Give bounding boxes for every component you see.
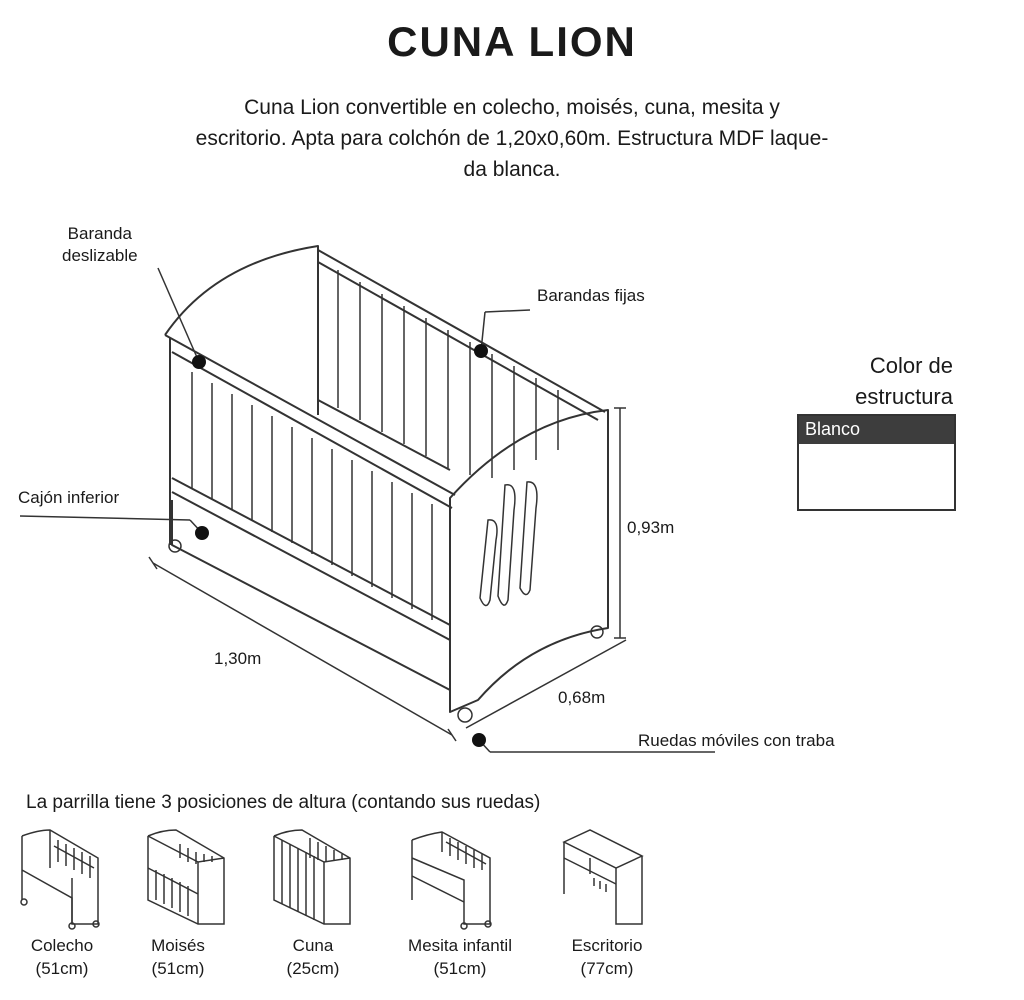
position-name: Cuna <box>292 936 334 955</box>
callout-ruedas: Ruedas móviles con traba <box>638 731 835 750</box>
position-name: Escritorio <box>571 936 643 955</box>
callout-label: Baranda <box>67 224 132 243</box>
color-swatch: Blanco <box>797 414 956 511</box>
position-name: Mesita infantil <box>408 936 512 955</box>
callout-barandas-fijas: Barandas fijas <box>537 286 645 305</box>
dimension-depth: 0,68m <box>558 688 606 707</box>
position-name: Colecho <box>30 936 94 955</box>
color-option-label: Blanco <box>799 416 954 444</box>
color-title: Color de estructura <box>790 350 953 412</box>
position-height: (51cm) <box>151 959 205 978</box>
mesita-icon <box>411 831 492 930</box>
color-title-line: estructura <box>855 384 953 409</box>
position-name: Moisés <box>151 936 205 955</box>
product-description: Cuna Lion convertible en colecho, moisés… <box>40 92 984 185</box>
position-item-cuna: Cuna (25cm) <box>257 934 369 980</box>
positions-title: La parrilla tiene 3 posiciones de altura… <box>26 792 541 813</box>
description-line: escritorio. Apta para colchón de 1,20x0,… <box>195 127 829 150</box>
dimension-height: 0,93m <box>627 518 675 537</box>
description-line: da blanca. <box>463 158 561 181</box>
position-item-mesita: Mesita infantil (51cm) <box>380 934 540 980</box>
callout-cajon-inferior: Cajón inferior <box>18 488 120 507</box>
position-height: (25cm) <box>286 959 340 978</box>
description-line: Cuna Lion convertible en colecho, moisés… <box>244 96 780 119</box>
callout-baranda-deslizable: Baranda deslizable <box>62 223 138 267</box>
escritorio-icon <box>562 829 644 925</box>
dimension-length: 1,30m <box>214 649 262 668</box>
position-item-moises: Moisés (51cm) <box>122 934 234 980</box>
position-item-colecho: Colecho (51cm) <box>6 934 118 980</box>
position-height: (51cm) <box>35 959 89 978</box>
position-item-escritorio: Escritorio (77cm) <box>551 934 663 980</box>
position-height: (77cm) <box>580 959 634 978</box>
sliding-rail-slats <box>191 372 433 620</box>
cuna-crib-icon <box>273 829 351 925</box>
fixed-rail-slats <box>337 270 559 478</box>
colecho-crib-icon <box>20 829 100 930</box>
position-height: (51cm) <box>433 959 487 978</box>
callout-label: deslizable <box>62 246 138 265</box>
moises-crib-icon <box>147 829 225 925</box>
page-title: CUNA LION <box>387 18 637 65</box>
color-title-line: Color de <box>869 353 953 378</box>
